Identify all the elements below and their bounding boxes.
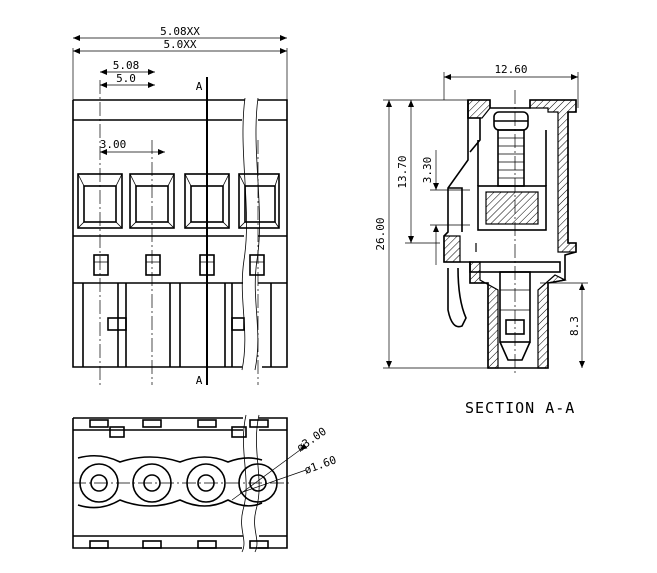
front-view: 5.08XX 5.0XX 5.08 5.0 3.00	[72, 25, 288, 387]
section-mark-top: A	[196, 80, 203, 93]
dim-pitch-a: 5.08	[113, 59, 140, 72]
dim-height-upper: 13.70	[396, 155, 409, 188]
dim-inner-dia: ø1.60	[303, 453, 339, 477]
section-title: SECTION A-A	[465, 399, 575, 417]
dim-pin: 8.3	[568, 316, 581, 336]
dim-hole: 3.00	[100, 138, 127, 151]
wire-entry-4	[238, 173, 280, 229]
dim-height-total: 26.00	[374, 217, 387, 250]
dim-pitch-b: 5.0	[116, 72, 136, 85]
dim-overall-a: 5.08XX	[160, 25, 200, 38]
section-view: 12.60 26.00 13.70 3.30 8.3	[374, 63, 588, 417]
dim-width: 12.60	[494, 63, 527, 76]
dim-outer-dia: ø3.00	[294, 425, 329, 455]
dim-overall-b: 5.0XX	[163, 38, 196, 51]
dim-height-small: 3.30	[421, 157, 434, 184]
bottom-view: ø3.00 ø1.60	[72, 414, 339, 553]
section-mark-bottom: A	[196, 374, 203, 387]
